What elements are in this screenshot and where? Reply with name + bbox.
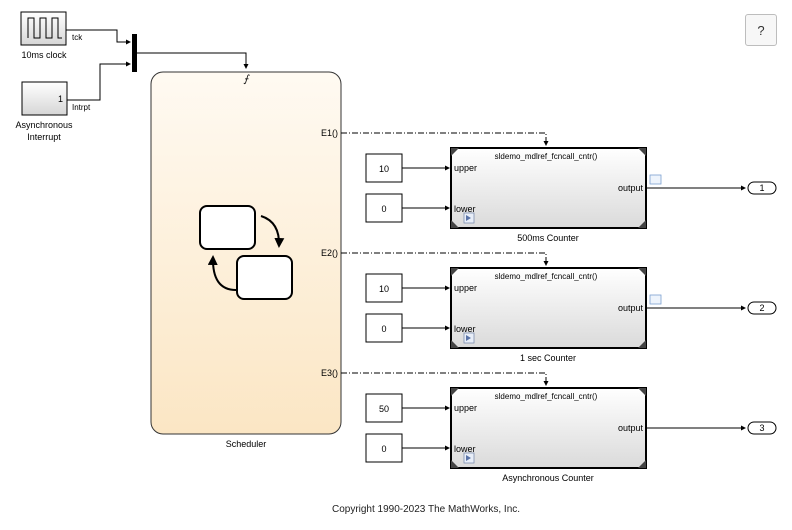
counter-group-1: 10 0 sldemo_mdlref_fcncall_cntr() upper … bbox=[341, 132, 777, 243]
model-reference-icon bbox=[463, 332, 475, 344]
counter-output-port-3: output bbox=[618, 423, 644, 433]
counter-input-lower-1: lower bbox=[454, 204, 476, 214]
upper-value-2: 10 bbox=[379, 284, 389, 294]
counter-input-lower-3: lower bbox=[454, 444, 476, 454]
clock-port-label: tck bbox=[72, 33, 83, 42]
interrupt-value: 1 bbox=[58, 94, 63, 104]
counter-label-3: Asynchronous Counter bbox=[502, 473, 594, 483]
counter-model-name-2: sldemo_mdlref_fcncall_cntr() bbox=[495, 272, 598, 281]
interrupt-label-line2: Interrupt bbox=[27, 132, 61, 142]
counter-label-1: 500ms Counter bbox=[517, 233, 579, 243]
trigger-icon: ⨍ bbox=[243, 74, 250, 85]
counter-input-upper-3: upper bbox=[454, 403, 477, 413]
counter-block-asynchronous[interactable]: sldemo_mdlref_fcncall_cntr() upper lower… bbox=[450, 387, 647, 469]
stateflow-chart-icon bbox=[199, 205, 293, 300]
interrupt-port-label: Intrpt bbox=[72, 103, 91, 112]
scheduler-output-e3: E3() bbox=[321, 368, 338, 378]
model-reference-icon bbox=[463, 452, 475, 464]
outport-number-2: 2 bbox=[759, 303, 764, 313]
counter-input-upper-1: upper bbox=[454, 163, 477, 173]
outport-number-3: 3 bbox=[759, 423, 764, 433]
scheduler-block[interactable]: ⨍ bbox=[150, 71, 342, 435]
outport-number-1: 1 bbox=[759, 183, 764, 193]
clock-label: 10ms clock bbox=[21, 50, 67, 60]
outport-3[interactable]: 3 bbox=[747, 421, 777, 435]
scheduler-label: Scheduler bbox=[226, 439, 267, 449]
signal-log-icon bbox=[649, 174, 662, 185]
function-call-line-e2 bbox=[341, 252, 549, 266]
lower-constant-2[interactable]: 0 bbox=[365, 313, 403, 343]
outport-1[interactable]: 1 bbox=[747, 181, 777, 195]
interrupt-block[interactable]: 1 bbox=[21, 81, 68, 116]
counter-model-name-1: sldemo_mdlref_fcncall_cntr() bbox=[495, 152, 598, 161]
lower-value-2: 0 bbox=[381, 324, 386, 334]
function-call-line-e3 bbox=[341, 372, 549, 386]
mux-block[interactable] bbox=[132, 34, 137, 72]
upper-constant-3[interactable]: 50 bbox=[365, 393, 403, 423]
counter-group-3: 50 0 sldemo_mdlref_fcncall_cntr() upper … bbox=[341, 372, 777, 483]
counter-input-upper-2: upper bbox=[454, 283, 477, 293]
signal-log-icon bbox=[649, 294, 662, 305]
outport-2[interactable]: 2 bbox=[747, 301, 777, 315]
scheduler-output-e1: E1() bbox=[321, 128, 338, 138]
counter-label-2: 1 sec Counter bbox=[520, 353, 576, 363]
help-button[interactable]: ? bbox=[745, 14, 777, 46]
counter-output-port-2: output bbox=[618, 303, 644, 313]
upper-value-1: 10 bbox=[379, 164, 389, 174]
counter-block-500ms[interactable]: sldemo_mdlref_fcncall_cntr() upper lower… bbox=[450, 147, 647, 229]
lower-value-3: 0 bbox=[381, 444, 386, 454]
lower-constant-1[interactable]: 0 bbox=[365, 193, 403, 223]
upper-constant-2[interactable]: 10 bbox=[365, 273, 403, 303]
pulse-icon bbox=[27, 17, 62, 39]
mux-to-scheduler-line bbox=[137, 52, 249, 69]
counter-output-port-1: output bbox=[618, 183, 644, 193]
counter-block-1sec[interactable]: sldemo_mdlref_fcncall_cntr() upper lower… bbox=[450, 267, 647, 349]
clock-block[interactable] bbox=[20, 11, 67, 46]
function-call-line-e1 bbox=[341, 132, 549, 146]
model-reference-icon bbox=[463, 212, 475, 224]
upper-value-3: 50 bbox=[379, 404, 389, 414]
upper-constant-1[interactable]: 10 bbox=[365, 153, 403, 183]
copyright-notice: Copyright 1990-2023 The MathWorks, Inc. bbox=[331, 504, 521, 515]
interrupt-label-line1: Asynchronous bbox=[15, 120, 73, 130]
lower-constant-3[interactable]: 0 bbox=[365, 433, 403, 463]
lower-value-1: 0 bbox=[381, 204, 386, 214]
interrupt-signal-line bbox=[67, 61, 131, 101]
counter-input-lower-2: lower bbox=[454, 324, 476, 334]
counter-group-2: 10 0 sldemo_mdlref_fcncall_cntr() upper … bbox=[341, 252, 777, 363]
clock-signal-line bbox=[66, 29, 131, 45]
counter-model-name-3: sldemo_mdlref_fcncall_cntr() bbox=[495, 392, 598, 401]
scheduler-output-e2: E2() bbox=[321, 248, 338, 258]
